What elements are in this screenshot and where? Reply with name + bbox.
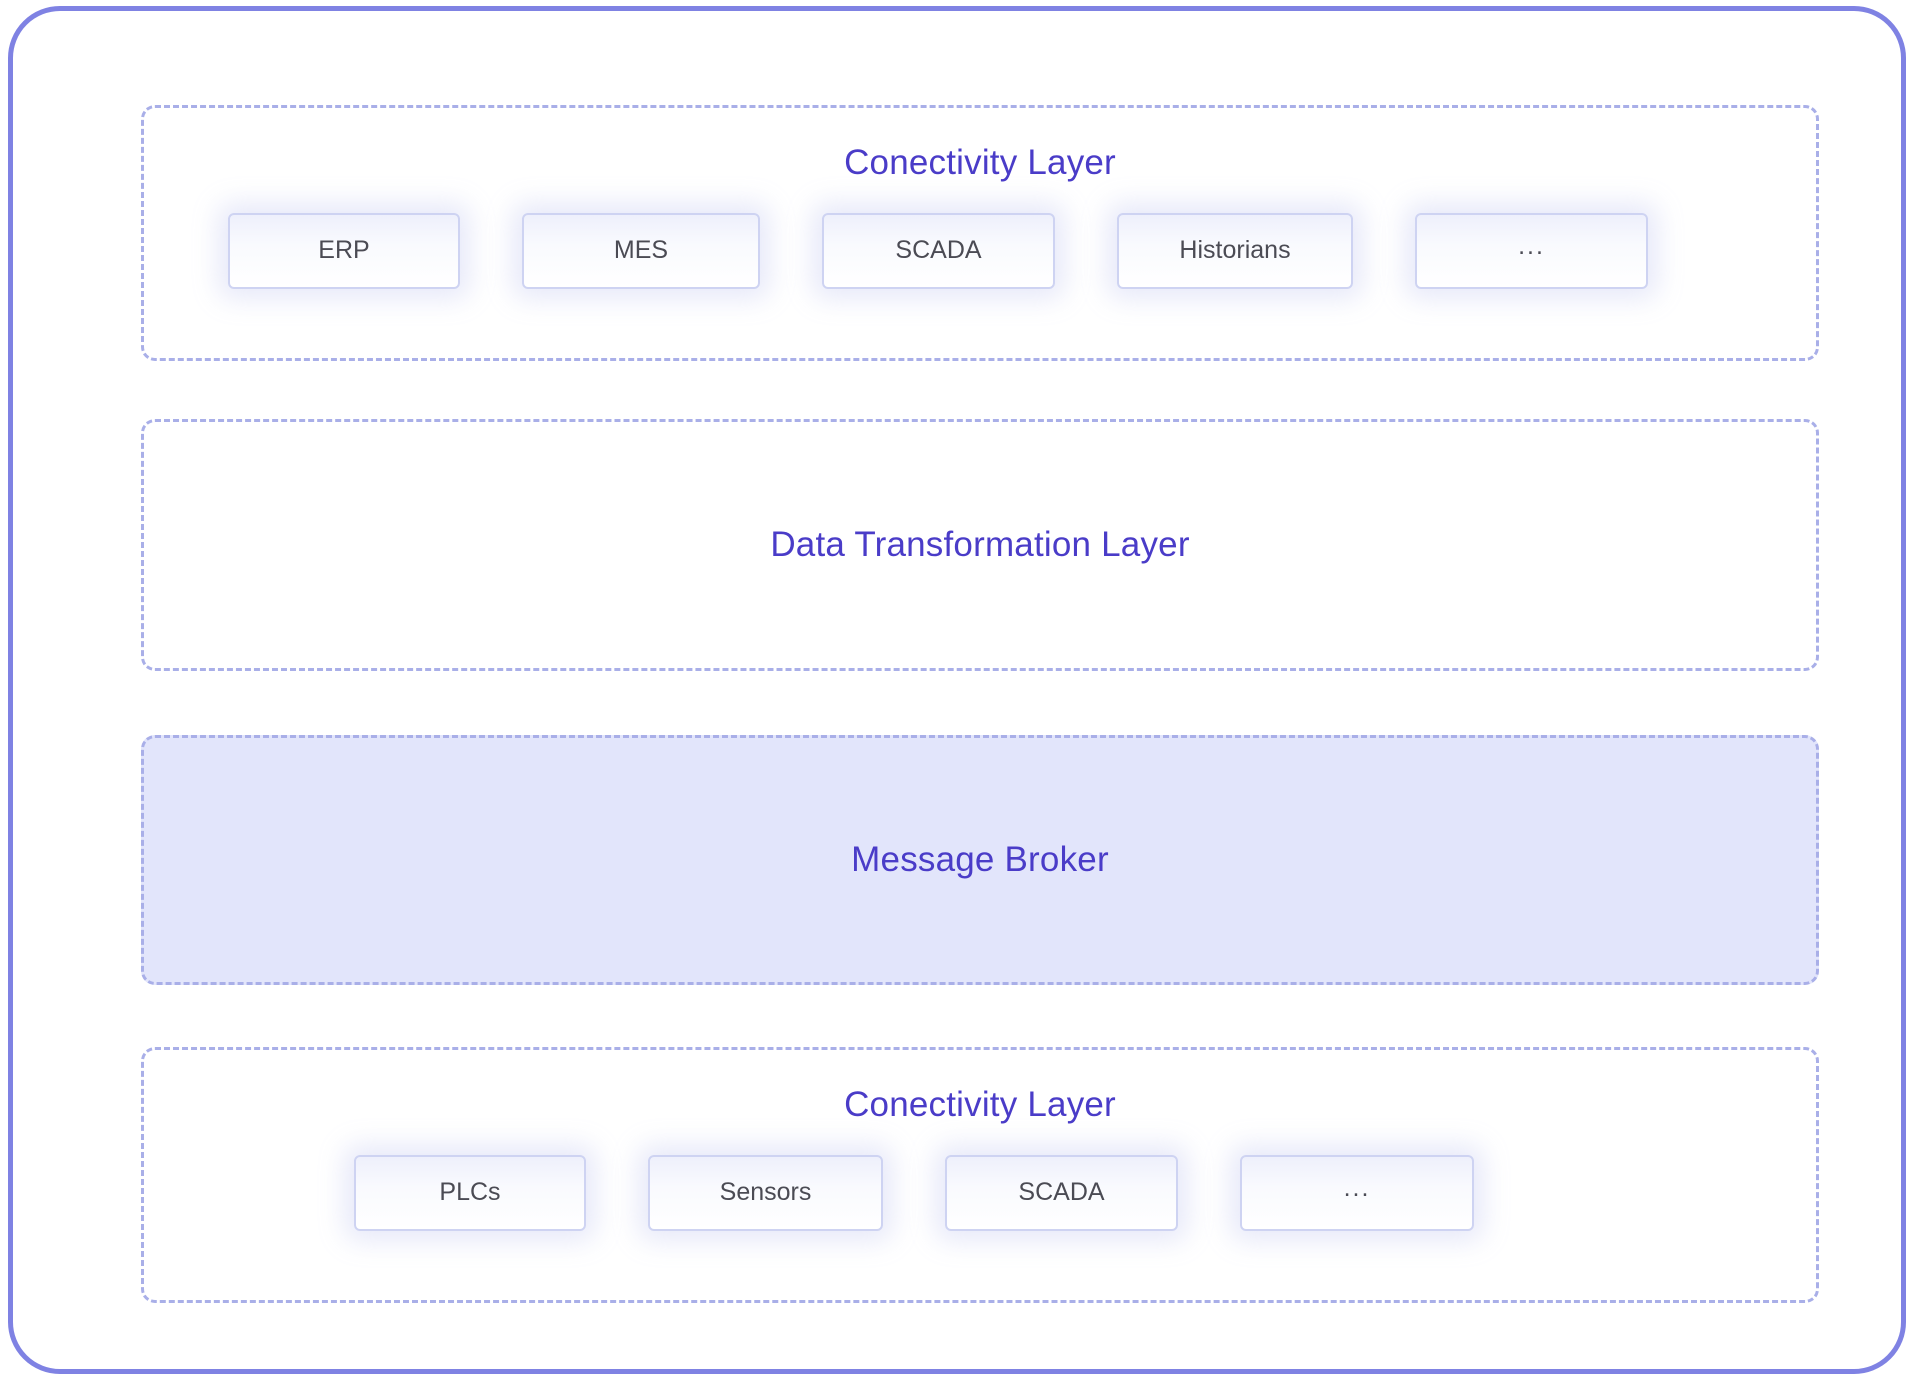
layer-data-transformation[interactable]: Data Transformation Layer bbox=[141, 419, 1819, 671]
layer-title-connectivity-top: Conectivity Layer bbox=[844, 143, 1116, 182]
node-ellipsis-top-label: ... bbox=[1518, 232, 1545, 260]
node-historians-label: Historians bbox=[1179, 236, 1291, 264]
node-historians[interactable]: Historians bbox=[1117, 212, 1353, 289]
node-plcs[interactable]: PLCs bbox=[354, 1154, 586, 1231]
layer-connectivity-bottom[interactable]: Conectivity Layer PLCs Sensors SCADA ... bbox=[141, 1047, 1819, 1303]
node-ellipsis-top[interactable]: ... bbox=[1415, 212, 1648, 289]
layer-title-data-transformation: Data Transformation Layer bbox=[770, 524, 1190, 564]
layer-title-message-broker: Message Broker bbox=[851, 839, 1109, 879]
node-scada-bottom[interactable]: SCADA bbox=[945, 1154, 1178, 1231]
layer-message-broker[interactable]: Message Broker bbox=[141, 735, 1819, 985]
node-sensors[interactable]: Sensors bbox=[648, 1154, 883, 1231]
node-ellipsis-bottom[interactable]: ... bbox=[1240, 1154, 1474, 1231]
node-scada-top[interactable]: SCADA bbox=[822, 212, 1055, 289]
layer-connectivity-top[interactable]: Conectivity Layer ERP MES SCADA Historia… bbox=[141, 105, 1819, 361]
node-sensors-label: Sensors bbox=[719, 1178, 812, 1206]
outer-frame: Conectivity Layer ERP MES SCADA Historia… bbox=[8, 6, 1906, 1374]
node-scada-bottom-label: SCADA bbox=[1018, 1178, 1105, 1206]
node-scada-top-label: SCADA bbox=[895, 236, 982, 264]
node-mes-label: MES bbox=[613, 236, 669, 264]
layer-stack: Conectivity Layer ERP MES SCADA Historia… bbox=[141, 105, 1819, 1303]
node-erp-label: ERP bbox=[318, 236, 370, 264]
node-row-bottom: PLCs Sensors SCADA ... bbox=[144, 1154, 1816, 1231]
node-erp[interactable]: ERP bbox=[228, 212, 460, 289]
node-plcs-label: PLCs bbox=[439, 1178, 501, 1206]
node-mes[interactable]: MES bbox=[522, 212, 760, 289]
layer-title-connectivity-bottom: Conectivity Layer bbox=[844, 1085, 1116, 1124]
node-ellipsis-bottom-label: ... bbox=[1343, 1174, 1371, 1202]
node-row-top: ERP MES SCADA Historians ... bbox=[144, 212, 1816, 289]
